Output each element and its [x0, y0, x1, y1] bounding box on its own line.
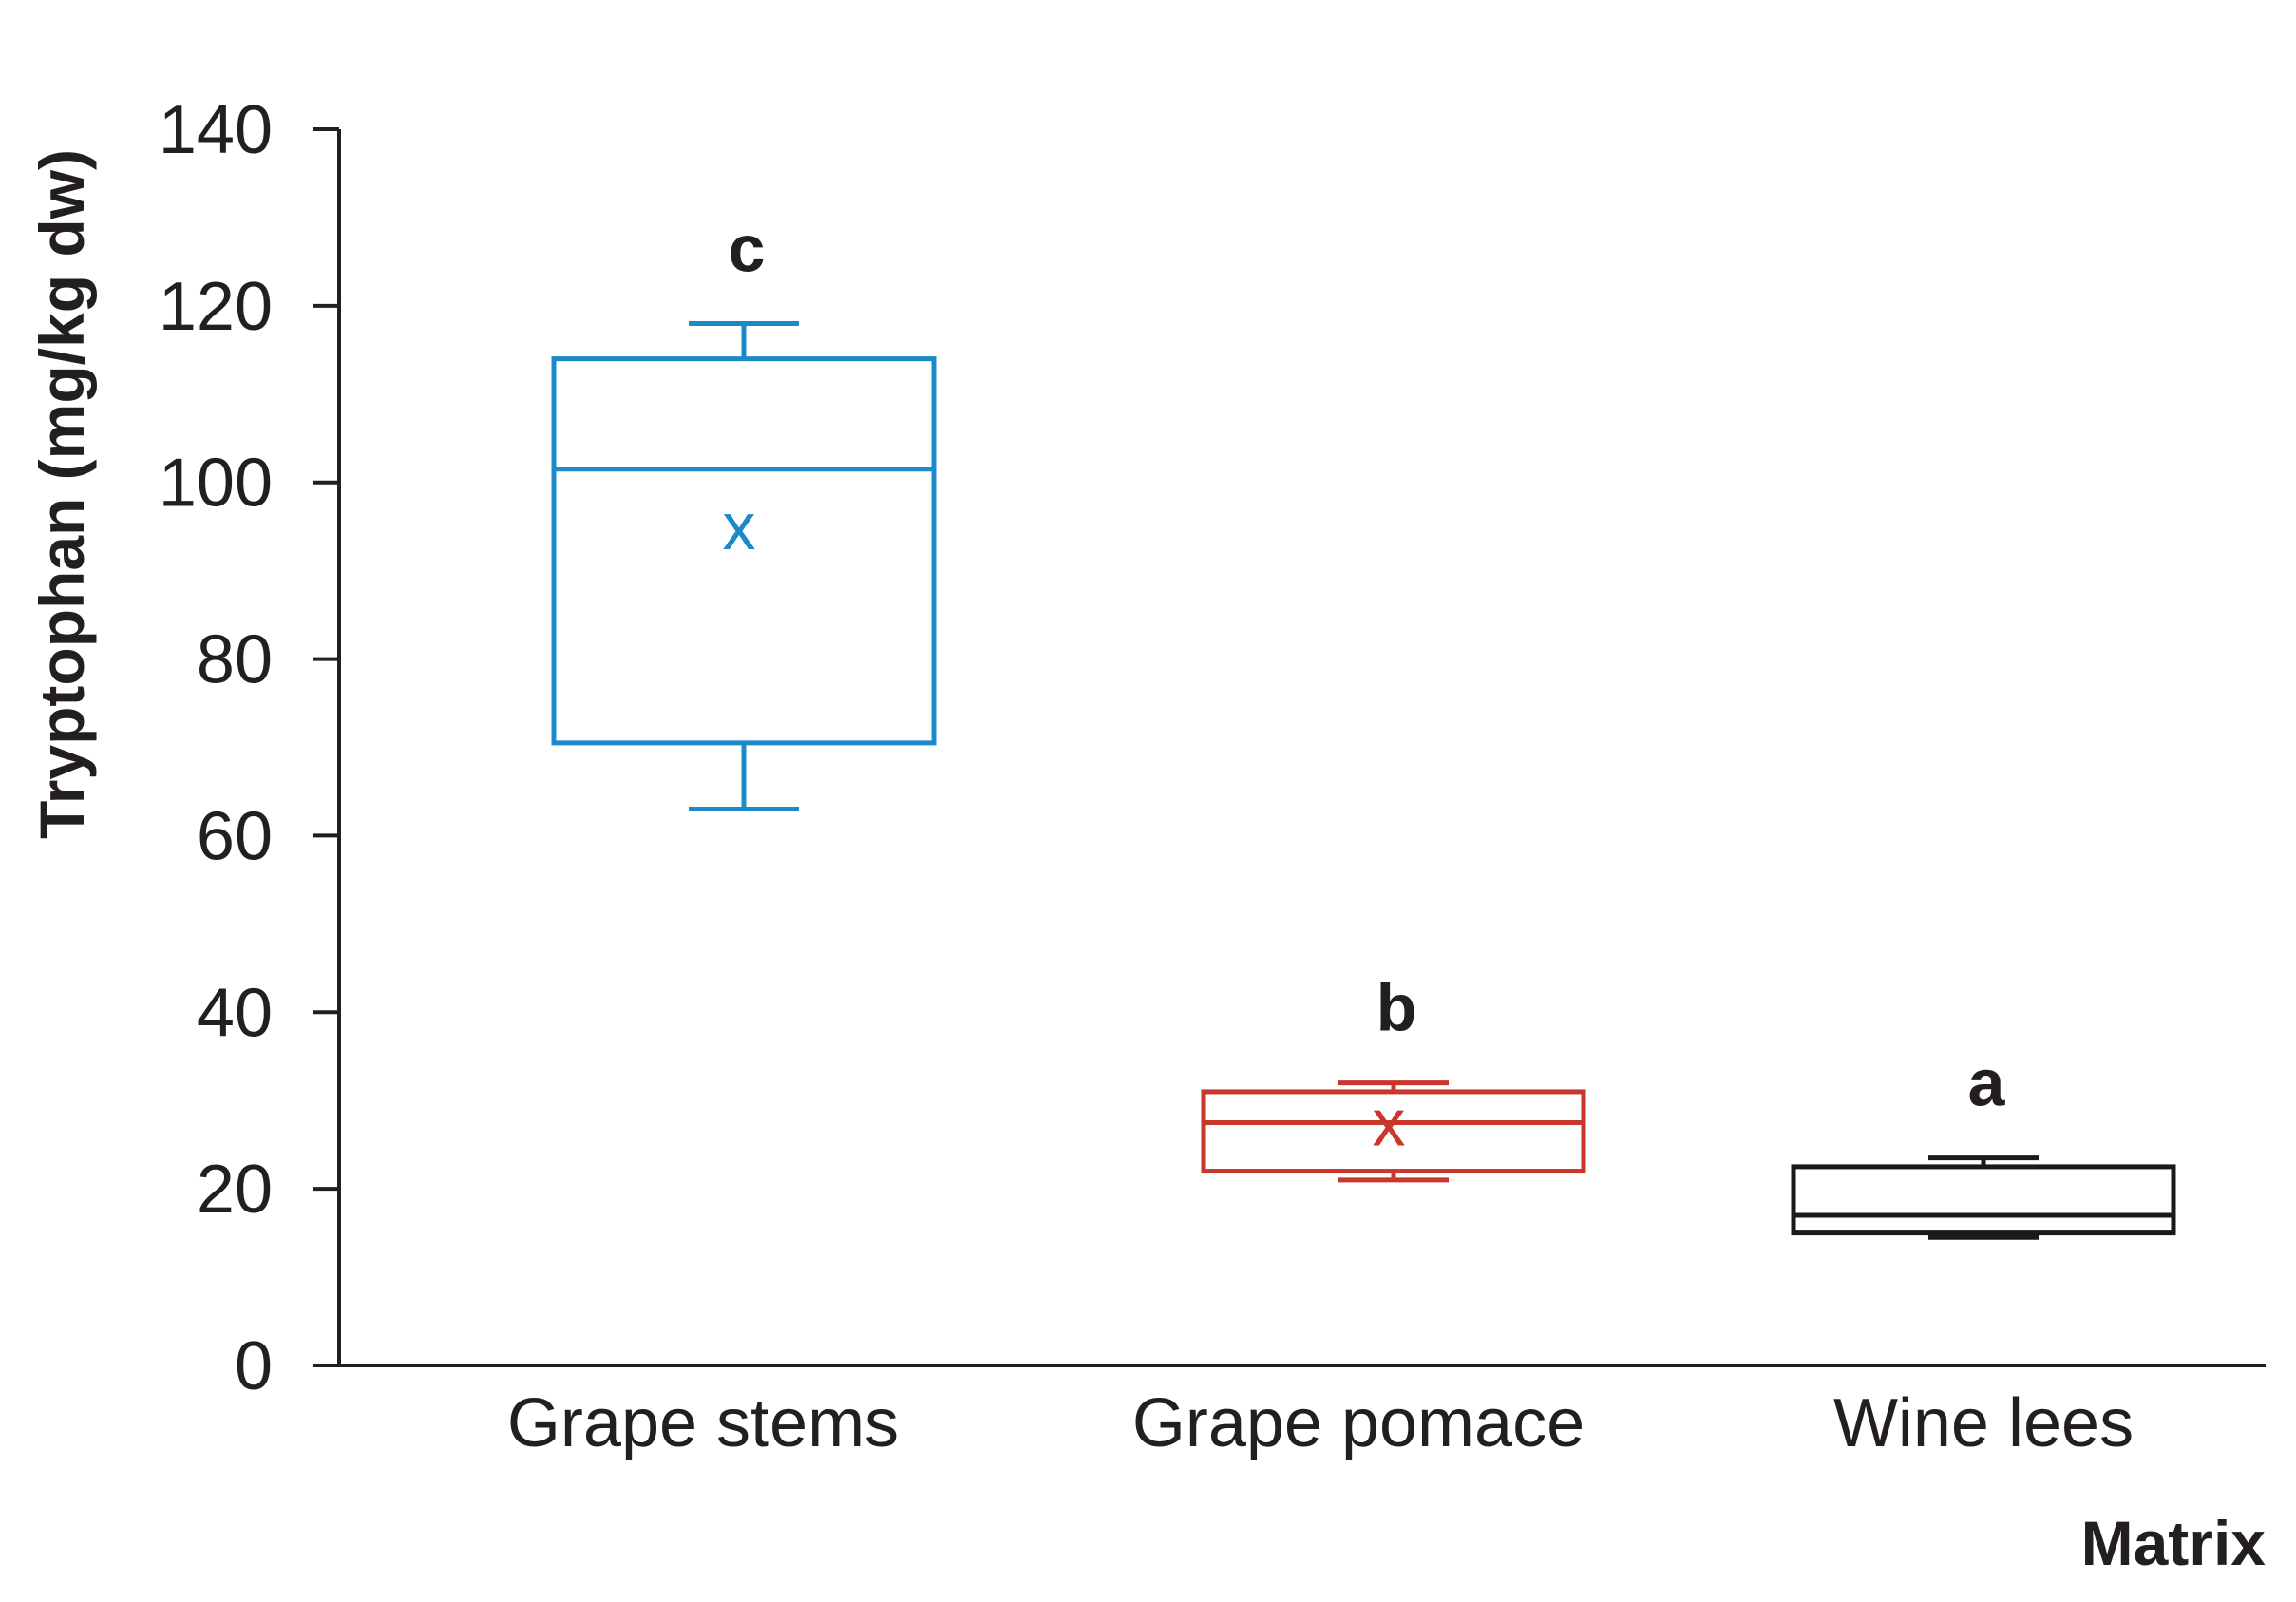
- y-tick-label: 0: [235, 1328, 273, 1404]
- x-category-label: Grape pomace: [1132, 1385, 1584, 1461]
- mean-marker: x: [723, 489, 756, 563]
- box-grape-stems: xc: [551, 211, 937, 812]
- x-axis-title: Matrix: [2081, 1508, 2267, 1578]
- box-grape-pomace: xb: [1201, 971, 1586, 1183]
- y-axis-title: Tryptophan (mg/kg dw): [27, 149, 97, 839]
- significance-letter: c: [729, 211, 766, 285]
- box-wine-lees: a: [1791, 1046, 2176, 1240]
- y-ticks: 0 20 40 60 80 100 120 140: [159, 92, 339, 1404]
- y-tick-label: 140: [159, 92, 273, 168]
- significance-letter: a: [1968, 1046, 2006, 1120]
- y-tick-label: 40: [197, 975, 273, 1051]
- interquartile-box: [551, 356, 937, 746]
- x-category-labels: Grape stems Grape pomace Wine lees: [507, 1385, 2134, 1461]
- y-tick-label: 100: [159, 446, 273, 522]
- y-tick-label: 20: [197, 1152, 273, 1228]
- interquartile-box: [1201, 1089, 1586, 1174]
- significance-letter: b: [1376, 971, 1417, 1045]
- y-tick-label: 80: [197, 622, 273, 698]
- x-category-label: Grape stems: [507, 1385, 899, 1461]
- interquartile-box: [1791, 1164, 2176, 1236]
- y-tick-label: 60: [197, 798, 273, 874]
- mean-marker: x: [1373, 1085, 1406, 1159]
- x-category-label: Wine lees: [1833, 1385, 2134, 1461]
- y-tick-label: 120: [159, 269, 273, 345]
- axes: [313, 129, 2266, 1367]
